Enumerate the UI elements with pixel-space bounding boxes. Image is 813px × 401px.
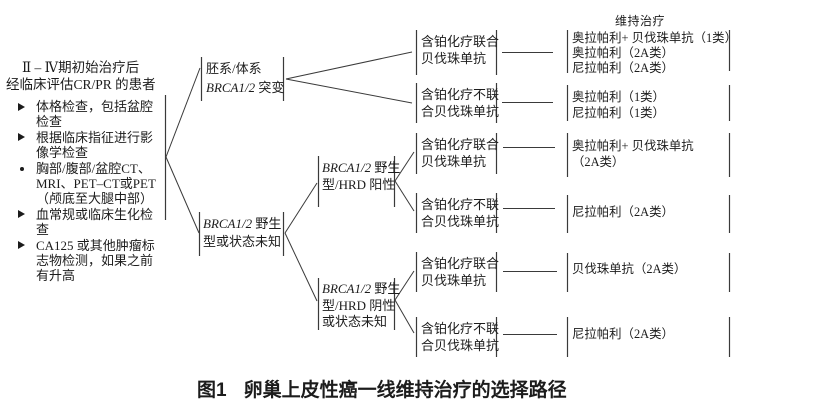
chemo-box-6: 含铂化疗不联 合贝伐珠单抗 <box>421 321 500 353</box>
maintenance-box-5: 贝伐珠单抗（2A类） <box>572 262 687 276</box>
node-brca-wildtype-hrd-positive: BRCA1/2 野生 型/HRD 阳性 <box>322 160 401 192</box>
chemo-box-5: 含铂化疗联合 贝伐珠单抗 <box>421 256 500 288</box>
maintenance-box-6: 尼拉帕利（2A类） <box>572 327 674 341</box>
gene-name: BRCA1/2 <box>206 80 256 95</box>
chemo-box-1: 含铂化疗联合 贝伐珠单抗 <box>421 34 500 66</box>
list-item: CA125 或其他肿瘤标志物检测，如果之前有升高 <box>18 238 168 284</box>
checklist-item-text: CA125 或其他肿瘤标志物检测，如果之前有升高 <box>36 237 155 284</box>
node-brca-wildtype-hrd-negative-or-unknown: BRCA1/2 野生 型/HRD 阴性 或状态未知 <box>322 281 401 329</box>
figure-caption-text: 卵巢上皮性癌一线维持治疗的选择路径 <box>243 380 567 401</box>
arrow-bullet-icon <box>18 207 36 219</box>
gene-name: BRCA1/2 <box>322 281 372 296</box>
arrow-bullet-icon <box>18 130 36 142</box>
patient-checklist: 体格检查，包括盆腔检查 根据临床指征进行影像学检查 胸部/腹部/盆腔CT、MRI… <box>18 99 168 284</box>
checklist-item-text: 胸部/腹部/盆腔CT、MRI、PET–CT或PET（颅底至大腿中部） <box>36 160 156 207</box>
maintenance-box-4: 尼拉帕利（2A类） <box>572 205 674 219</box>
maintenance-box-1: 奥拉帕利+ 贝伐珠单抗（1类） 奥拉帕利（2A类） 尼拉帕利（2A类） <box>572 31 737 76</box>
checklist-item-text: 根据临床指征进行影像学检查 <box>36 129 154 161</box>
maintenance-box-2: 奥拉帕利（1类） 尼拉帕利（1类） <box>572 90 665 120</box>
chemo-box-2: 含铂化疗不联 合贝伐珠单抗 <box>421 87 500 119</box>
maintenance-box-3: 奥拉帕利+ 贝伐珠单抗 （2A类） <box>572 139 694 169</box>
node-germline-somatic-brca-mutation: 胚系/体系 BRCA1/2 突变 <box>206 61 285 95</box>
checklist-item-text: 体格检查，包括盆腔检查 <box>36 99 154 130</box>
list-item: 体格检查，包括盆腔检查 <box>18 99 168 130</box>
branch-lines <box>165 51 557 335</box>
dot-bullet-icon <box>18 161 36 171</box>
node-brca-wildtype-or-unknown: BRCA1/2 野生 型或状态未知 <box>203 216 282 249</box>
gene-name: BRCA1/2 <box>203 216 253 231</box>
list-item: 血常规或临床生化检查 <box>18 207 168 238</box>
chemo-box-3: 含铂化疗联合 贝伐珠单抗 <box>421 137 500 169</box>
arrow-bullet-icon <box>18 99 36 111</box>
checklist-item-text: 血常规或临床生化检查 <box>36 206 154 238</box>
patient-title-line1: Ⅱ – Ⅳ期初始治疗后 <box>22 60 140 75</box>
box-rule-lines <box>164 30 731 357</box>
list-item: 胸部/腹部/盆腔CT、MRI、PET–CT或PET（颅底至大腿中部） <box>18 161 168 207</box>
gene-name: BRCA1/2 <box>322 160 372 175</box>
patient-title-line2: 经临床评估CR/PR 的患者 <box>6 77 156 92</box>
arrow-bullet-icon <box>18 238 36 250</box>
list-item: 根据临床指征进行影像学检查 <box>18 130 168 161</box>
chemo-box-4: 含铂化疗不联 合贝伐珠单抗 <box>421 197 500 229</box>
figure-caption-label: 图1 <box>197 380 227 401</box>
maintenance-column-header: 维持治疗 <box>615 14 666 28</box>
figure-caption: 图1 卵巢上皮性癌一线维持治疗的选择路径 <box>197 375 567 401</box>
